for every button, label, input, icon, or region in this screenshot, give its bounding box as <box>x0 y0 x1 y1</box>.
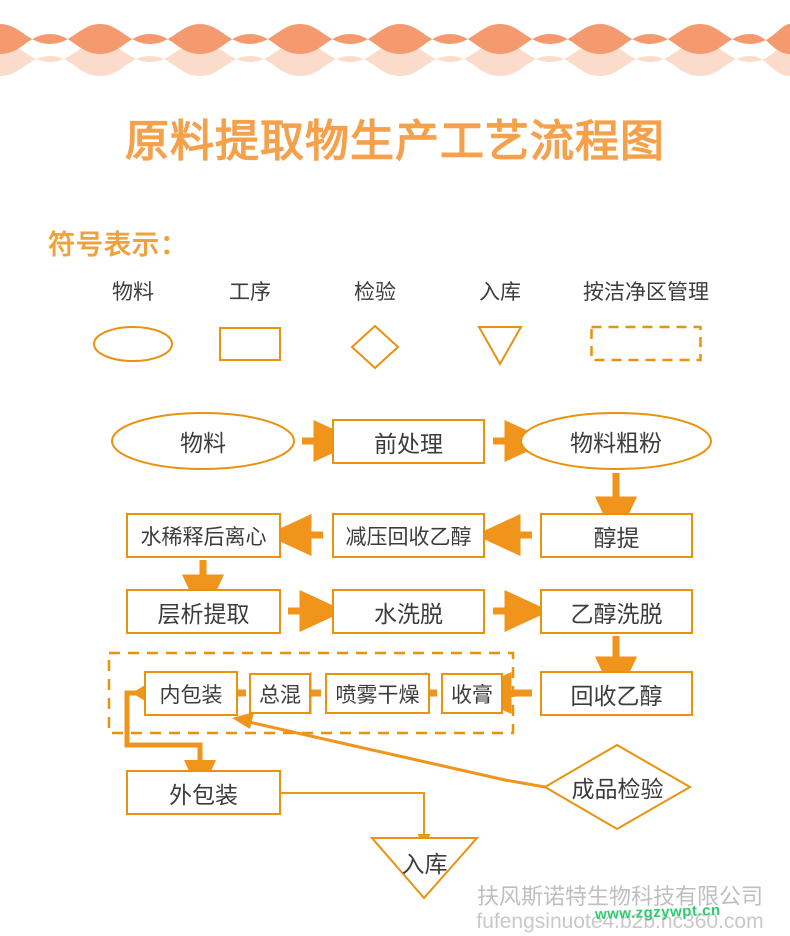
legend-item-process: 工序 <box>205 278 295 368</box>
legend-item-inspection: 检验 <box>330 278 420 370</box>
node-label: 总混 <box>259 683 301 707</box>
legend-item-warehouse: 入库 <box>455 278 545 368</box>
node-label: 物料 <box>180 430 226 456</box>
ellipse-icon <box>93 326 173 362</box>
node-wuliao[interactable]: 物料 <box>112 413 294 469</box>
legend-symbol-clean-zone <box>566 324 726 368</box>
node-label: 入库 <box>401 851 448 877</box>
node-label: 水洗脱 <box>374 600 443 627</box>
node-label: 醇提 <box>593 524 640 551</box>
legend-symbol-process <box>205 324 295 368</box>
node-label: 水稀释后离心 <box>140 525 267 549</box>
legend-label-inspection: 检验 <box>354 281 396 304</box>
triangle-down-icon <box>477 326 523 366</box>
node-neibaozhuang[interactable]: 内包装 <box>144 671 238 716</box>
legend-label-warehouse: 入库 <box>479 281 521 304</box>
dashed-rectangle-icon <box>590 325 702 362</box>
node-shuixishi[interactable]: 水稀释后离心 <box>126 513 281 558</box>
diamond-icon <box>350 324 400 370</box>
node-label: 乙醇洗脱 <box>570 600 663 627</box>
node-chengpinjianyan[interactable]: 成品检验 <box>545 765 690 809</box>
node-label: 喷雾干燥 <box>335 683 420 707</box>
legend-item-material: 物料 <box>88 278 178 368</box>
node-yichunxituo[interactable]: 乙醇洗脱 <box>540 589 693 634</box>
node-shougao[interactable]: 收膏 <box>441 673 503 714</box>
rectangle-icon <box>219 327 281 361</box>
node-label: 层析提取 <box>157 600 250 627</box>
node-qianchuli[interactable]: 前处理 <box>332 419 485 464</box>
node-huishouyichun[interactable]: 回收乙醇 <box>540 671 693 716</box>
node-chunti[interactable]: 醇提 <box>540 513 693 558</box>
wave-dark-band <box>0 24 790 54</box>
node-label: 收膏 <box>451 683 493 707</box>
legend-item-clean-zone: 按洁净区管理 <box>566 278 726 368</box>
legend-label-material: 物料 <box>112 281 154 304</box>
node-label: 减压回收乙醇 <box>345 525 472 549</box>
header-wave-banner <box>0 24 790 76</box>
node-shuixituo[interactable]: 水洗脱 <box>332 589 485 634</box>
node-label: 前处理 <box>374 430 443 457</box>
node-waibaozhuang[interactable]: 外包装 <box>126 770 281 815</box>
legend-symbol-inspection <box>330 324 420 370</box>
legend-symbol-material <box>88 324 178 368</box>
node-rucang[interactable]: 入库 <box>372 845 477 879</box>
legend-label-clean-zone: 按洁净区管理 <box>583 281 709 304</box>
node-label: 内包装 <box>159 683 223 707</box>
node-label: 回收乙醇 <box>570 682 663 709</box>
node-penwu[interactable]: 喷雾干燥 <box>325 673 430 714</box>
legend-symbol-warehouse <box>455 324 545 368</box>
node-wuliaocufen[interactable]: 物料粗粉 <box>521 413 711 469</box>
legend-heading: 符号表示： <box>48 230 188 260</box>
node-cengxi[interactable]: 层析提取 <box>126 589 281 634</box>
node-jianyahuishou[interactable]: 减压回收乙醇 <box>332 513 485 558</box>
node-label: 成品检验 <box>571 776 664 802</box>
node-label: 外包装 <box>169 781 238 808</box>
legend-label-process: 工序 <box>229 281 271 304</box>
node-label: 物料粗粉 <box>570 430 662 456</box>
page-title: 原料提取物生产工艺流程图 <box>125 117 665 166</box>
node-zonghun[interactable]: 总混 <box>249 673 311 714</box>
